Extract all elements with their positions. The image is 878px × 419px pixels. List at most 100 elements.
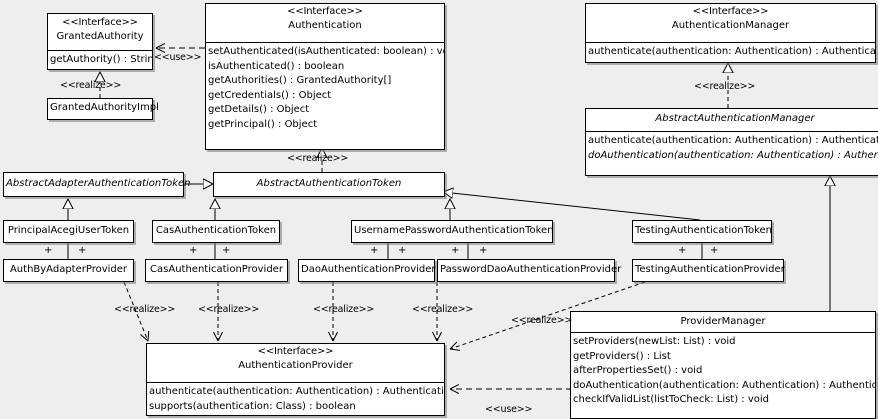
class-header: PrincipalAcegiUserToken [4, 221, 133, 242]
stereotype-label: <<Interface>> [62, 17, 138, 28]
class-principal-acegi-user-token[interactable]: PrincipalAcegiUserToken [3, 220, 134, 243]
class-granted-authority[interactable]: <<Interface>> GrantedAuthority getAuthor… [47, 13, 153, 70]
class-members: authenticate(authentication: Authenticat… [586, 131, 878, 165]
class-name: GrantedAuthority [56, 31, 144, 42]
class-header: ProviderManager [571, 312, 875, 332]
association-multiplicity-plus: + [44, 245, 53, 256]
class-abstract-authentication-manager[interactable]: AbstractAuthenticationManager authentica… [585, 108, 878, 176]
member-item: authenticate(authentication: Authenticat… [588, 46, 875, 57]
class-authentication[interactable]: <<Interface>> Authentication setAuthenti… [205, 3, 445, 150]
class-name: CasAuthenticationProvider [150, 264, 283, 275]
class-cas-authentication-provider[interactable]: CasAuthenticationProvider [145, 259, 288, 282]
class-members: getAuthority() : String [48, 50, 152, 70]
member-item: authenticate(authentication: Authenticat… [588, 135, 878, 146]
class-name: AuthenticationProvider [238, 360, 353, 371]
class-name: CasAuthenticationToken [155, 225, 277, 236]
member-item: isAuthenticated() : boolean [208, 60, 345, 72]
edge-label-use-granted-authority: <<use>> [154, 52, 202, 63]
class-username-password-authentication-token[interactable]: UsernamePasswordAuthenticationToken [351, 220, 554, 243]
edge-label-use-provider-manager: <<use>> [485, 404, 533, 415]
member-item: getProviders() : List [573, 350, 671, 362]
class-abstract-authentication-token[interactable]: AbstractAuthenticationToken [213, 172, 445, 197]
class-name: GrantedAuthorityImpl [50, 102, 159, 113]
member-item: supports(authentication: Class) : boolea… [149, 400, 356, 412]
member-item: setProviders(newList: List) : void [573, 336, 736, 347]
class-name: DaoAuthenticationProvider [301, 264, 436, 275]
edge-label-realize-abstract-authentication-manager: <<realize>> [694, 81, 756, 92]
class-header: GrantedAuthorityImpl [48, 99, 159, 119]
class-header: CasAuthenticationToken [153, 221, 279, 242]
association-multiplicity-plus: + [451, 245, 460, 256]
association-multiplicity-plus: + [370, 245, 379, 256]
edge-label-realize-granted-authority-impl: <<realize>> [60, 80, 122, 91]
class-name: PasswordDaoAuthenticationProvider [440, 264, 622, 275]
stereotype-label: <<Interface>> [287, 6, 363, 17]
class-header: <<Interface>> AuthenticationProvider [147, 344, 444, 382]
member-item: setAuthenticated(isAuthenticated: boolea… [208, 46, 444, 57]
edge-label-realize-password-dao-authentication-provider: <<realize>> [412, 304, 474, 315]
class-header: <<Interface>> AuthenticationManager [586, 4, 875, 42]
class-auth-by-adapter-provider[interactable]: AuthByAdapterProvider [3, 259, 134, 282]
edge-label-realize-cas-authentication-provider: <<realize>> [198, 304, 260, 315]
class-header: PasswordDaoAuthenticationProvider [438, 260, 622, 281]
class-abstract-adapter-authentication-token[interactable]: AbstractAdapterAuthenticationToken [3, 172, 191, 197]
class-testing-authentication-token[interactable]: TestingAuthenticationToken [632, 220, 772, 243]
class-header: UsernamePasswordAuthenticationToken [352, 221, 554, 242]
association-multiplicity-plus: + [710, 245, 719, 256]
class-name: TestingAuthenticationToken [635, 225, 773, 236]
class-name: AuthenticationManager [671, 20, 790, 31]
class-name: Authentication [288, 20, 362, 31]
class-dao-authentication-provider[interactable]: DaoAuthenticationProvider [298, 259, 436, 282]
member-item: getAuthorities() : GrantedAuthority[] [208, 75, 392, 86]
class-header: CasAuthenticationProvider [146, 260, 287, 281]
class-password-dao-authentication-provider[interactable]: PasswordDaoAuthenticationProvider [437, 259, 622, 282]
class-granted-authority-impl[interactable]: GrantedAuthorityImpl [47, 98, 159, 120]
class-header: AuthByAdapterProvider [4, 260, 133, 281]
edge-label-realize-dao-authentication-provider: <<realize>> [313, 304, 375, 315]
class-header: AbstractAuthenticationToken [214, 173, 444, 196]
member-item: afterPropertiesSet() : void [573, 365, 703, 376]
edge-label-realize-auth-by-adapter-provider: <<realize>> [114, 304, 176, 315]
edge-label-realize-abstract-authentication-token: <<realize>> [287, 153, 349, 164]
class-authentication-manager[interactable]: <<Interface>> AuthenticationManager auth… [585, 3, 876, 63]
class-members: authenticate(authentication: Authenticat… [147, 382, 444, 416]
class-name: AuthByAdapterProvider [9, 264, 128, 275]
member-item: getPrincipal() : Object [208, 118, 318, 130]
class-members: authenticate(authentication: Authenticat… [586, 42, 875, 62]
class-header: AbstractAdapterAuthenticationToken [4, 173, 191, 196]
association-multiplicity-plus: + [678, 245, 687, 256]
class-name: AbstractAuthenticationToken [256, 178, 402, 189]
association-multiplicity-plus: + [78, 245, 87, 256]
association-multiplicity-plus: + [189, 245, 198, 256]
class-header: <<Interface>> GrantedAuthority [48, 14, 152, 50]
edge-label-realize-testing-authentication-provider: <<realize>> [511, 315, 573, 326]
class-members: setAuthenticated(isAuthenticated: boolea… [206, 42, 444, 134]
stereotype-label: <<Interface>> [692, 6, 769, 17]
class-header: DaoAuthenticationProvider [299, 260, 436, 281]
class-header: TestingAuthenticationProvider [633, 260, 785, 281]
association-multiplicity-plus: + [398, 245, 407, 256]
member-item: doAuthentication(authentication: Authent… [588, 149, 878, 161]
class-cas-authentication-token[interactable]: CasAuthenticationToken [152, 220, 280, 243]
association-multiplicity-plus: + [479, 245, 488, 256]
member-item: doAuthentication(authentication: Authent… [573, 379, 875, 391]
class-members: setProviders(newList: List) : void getPr… [571, 332, 875, 410]
association-multiplicity-plus: + [222, 245, 231, 256]
class-authentication-provider[interactable]: <<Interface>> AuthenticationProvider aut… [146, 343, 445, 416]
stereotype-label: <<Interface>> [257, 346, 334, 357]
class-name: AbstractAdapterAuthenticationToken [6, 178, 191, 189]
class-name: ProviderManager [680, 316, 766, 327]
class-name: TestingAuthenticationProvider [635, 264, 785, 275]
class-name: UsernamePasswordAuthenticationToken [354, 225, 554, 236]
class-name: PrincipalAcegiUserToken [7, 225, 130, 236]
class-name: AbstractAuthenticationManager [655, 113, 815, 124]
class-testing-authentication-provider[interactable]: TestingAuthenticationProvider [632, 259, 785, 282]
member-item: authenticate(authentication: Authenticat… [149, 386, 444, 397]
member-item: checkIfValidList(listToCheck: List) : vo… [573, 394, 770, 405]
member-item: getAuthority() : String [50, 54, 152, 65]
member-item: getCredentials() : Object [208, 89, 332, 101]
edge-inherit-testing-authentication-token [443, 192, 701, 221]
class-header: AbstractAuthenticationManager [586, 109, 878, 131]
class-provider-manager[interactable]: ProviderManager setProviders(newList: Li… [570, 311, 876, 419]
